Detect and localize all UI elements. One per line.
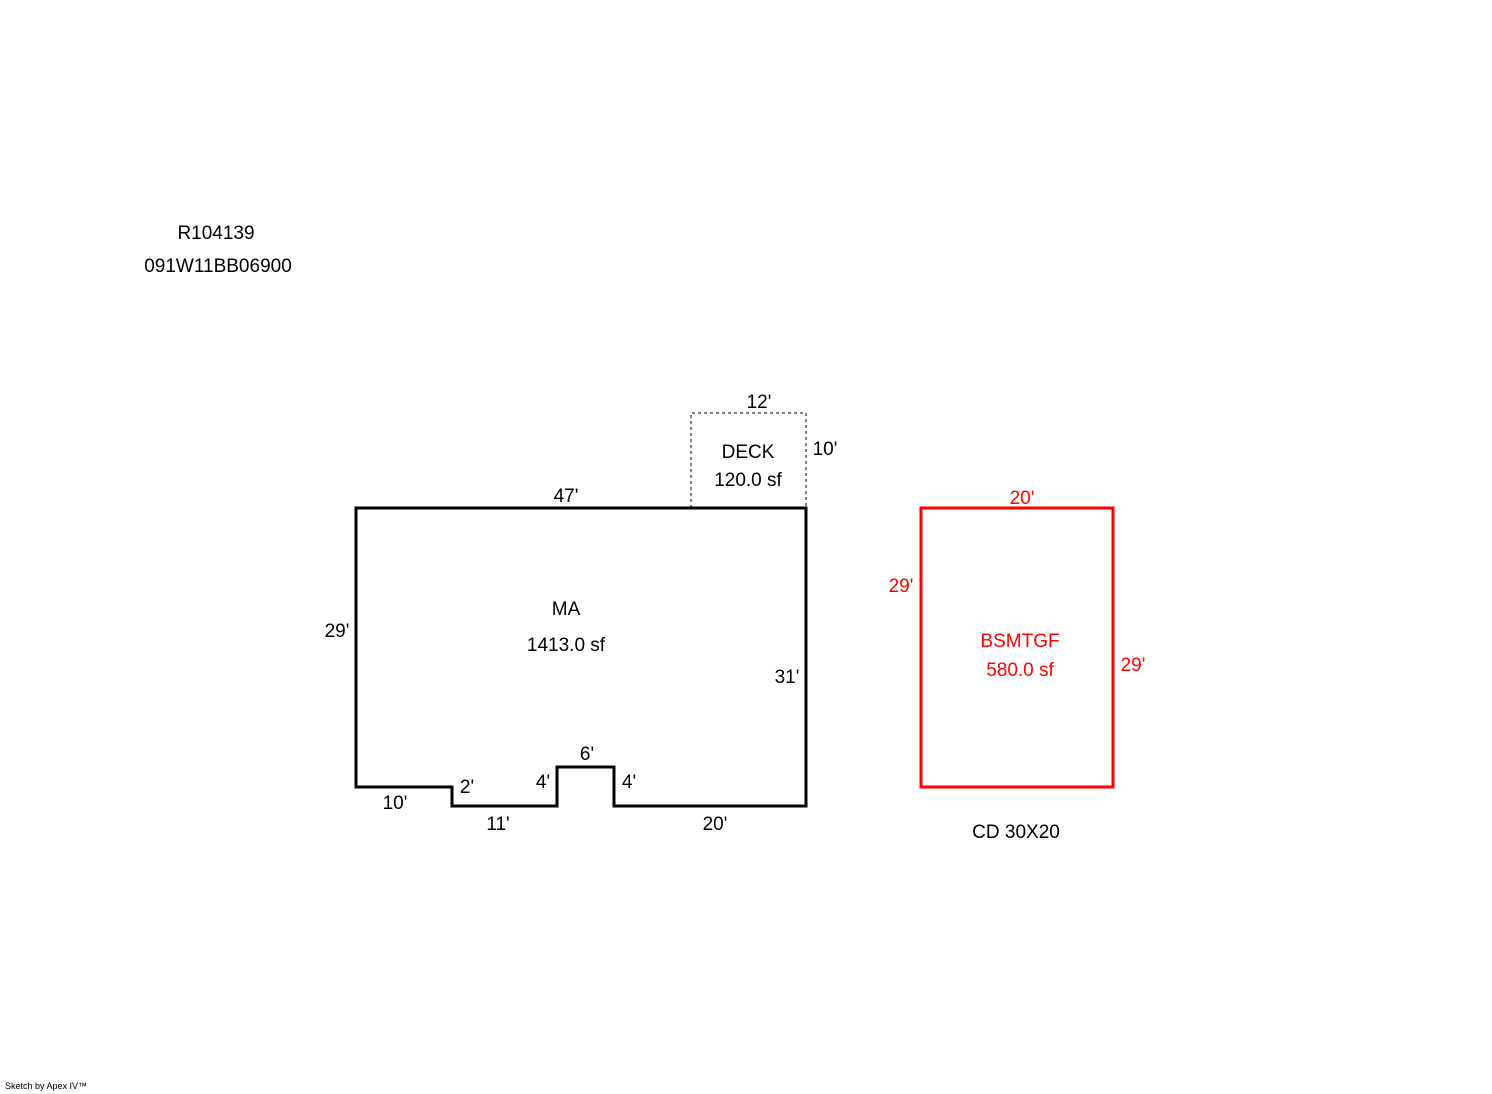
basement-label: BSMTGF (980, 631, 1060, 652)
basement-dim-top: 20' (1009, 488, 1035, 509)
main-dim-bottom-left: 10' (382, 793, 408, 814)
deck-area: 120.0 sf (714, 470, 782, 491)
main-dim-bottom-mid: 11' (486, 814, 510, 835)
deck-outline (690, 412, 807, 508)
main-dim-left: 29' (324, 621, 350, 642)
main-area-outline (354, 506, 808, 808)
basement-dim-left: 29' (888, 576, 914, 597)
main-dim-notch-top: 6' (579, 744, 595, 765)
main-dim-bottom-right: 20' (702, 814, 728, 835)
parcel-id: R104139 (177, 223, 255, 244)
main-dim-right: 31' (774, 667, 800, 688)
basement-area: 580.0 sf (986, 660, 1054, 681)
basement-note: CD 30X20 (972, 822, 1060, 843)
deck-dim-right: 10' (812, 439, 838, 460)
main-dim-step-down: 2' (459, 777, 475, 798)
main-dim-notch-left: 4' (535, 772, 551, 793)
main-dim-top: 47' (553, 486, 579, 507)
deck-label: DECK (721, 442, 775, 463)
map-number: 091W11BB06900 (144, 256, 292, 277)
basement-garage-outline (919, 506, 1115, 789)
deck-dim-top: 12' (746, 392, 772, 413)
main-area-label: MA (551, 599, 581, 620)
main-dim-notch-right: 4' (621, 772, 637, 793)
main-area-value: 1413.0 sf (526, 635, 606, 656)
software-credit: Sketch by Apex IV™ (5, 1081, 88, 1091)
basement-dim-right: 29' (1120, 655, 1146, 676)
